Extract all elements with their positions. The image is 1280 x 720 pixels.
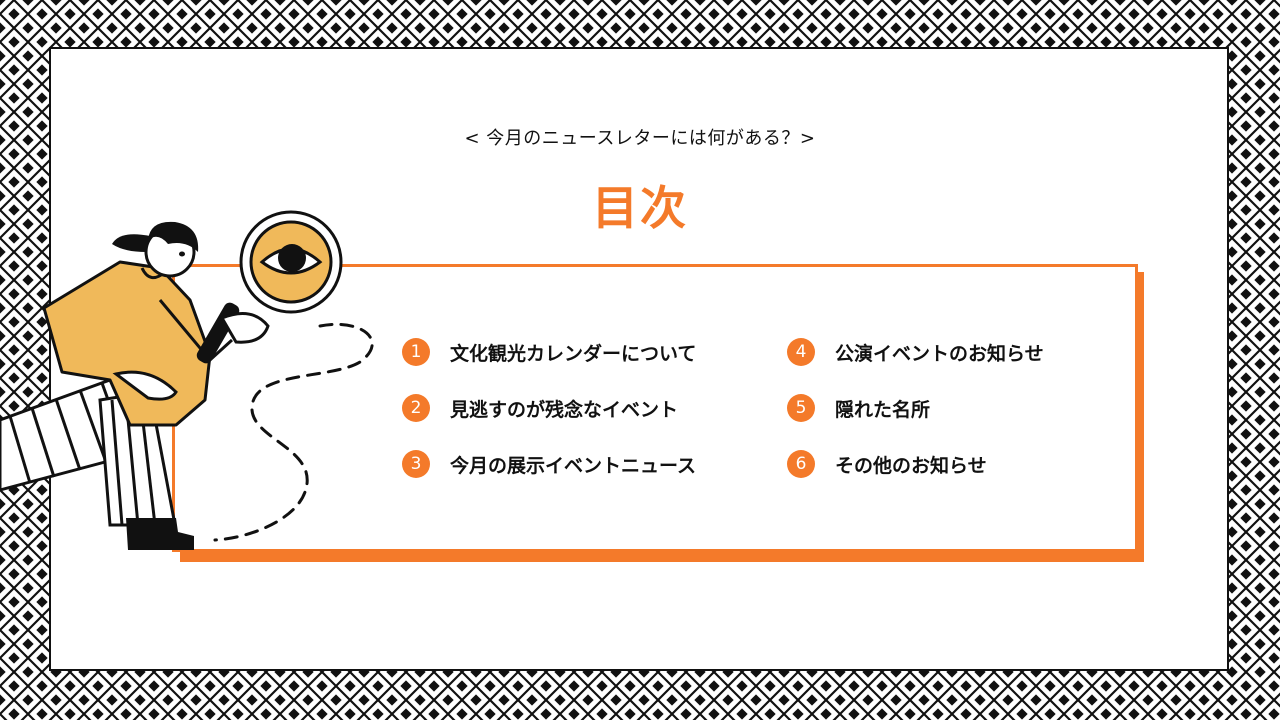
newsletter-subtitle: < 今月のニュースレターには何がある？> [464,128,816,149]
toc-item-4[interactable]: 4 公演イベントのお知らせ [787,337,1044,367]
toc-number-badge: 6 [787,450,815,478]
dashed-path [213,322,374,542]
toc-number-badge: 1 [402,338,430,366]
toc-number-badge: 4 [787,338,815,366]
woman-with-magnifying-glass-illustration [0,210,374,550]
toc-item-5[interactable]: 5 隠れた名所 [787,393,930,423]
magnifying-glass-icon [196,210,343,364]
toc-item-2[interactable]: 2 見逃すのが残念なイベント [402,393,678,423]
toc-item-label: その他のお知らせ [835,454,987,477]
toc-item-label: 見逃すのが残念なイベント [450,398,679,421]
toc-number-badge: 2 [402,394,430,422]
toc-item-label: 公演イベントのお知らせ [835,342,1044,365]
eye-icon [259,244,323,275]
toc-item-6[interactable]: 6 その他のお知らせ [787,449,987,479]
toc-number-badge: 3 [402,450,430,478]
toc-item-3[interactable]: 3 今月の展示イベントニュース [402,449,696,479]
page-title: 目次 [592,181,688,235]
toc-item-label: 文化観光カレンダーについて [450,342,697,365]
toc-item-1[interactable]: 1 文化観光カレンダーについて [402,337,696,367]
toc-number-badge: 5 [787,394,815,422]
toc-item-label: 隠れた名所 [835,398,931,421]
toc-item-label: 今月の展示イベントニュース [450,454,697,477]
